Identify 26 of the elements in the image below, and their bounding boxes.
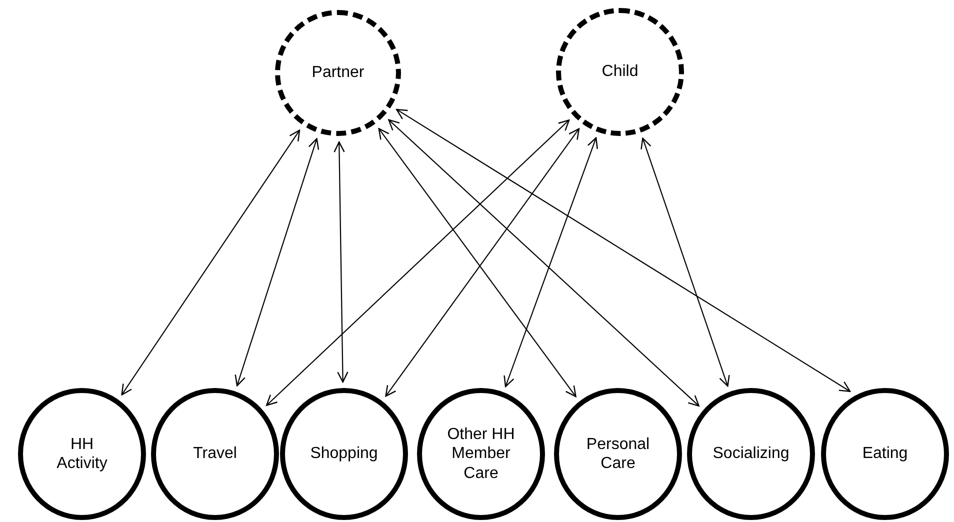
node-label: Personal Care [585,434,651,474]
dashed-circle [556,8,684,136]
node-label: Other HH Member Care [446,425,516,483]
node-label: HH Activity [56,434,108,474]
circle [821,388,949,520]
arrow [266,119,570,406]
arrow [504,137,598,388]
arrow [640,138,730,387]
node-label: Eating [862,444,908,464]
circle [554,388,682,520]
node-label: Travel [193,444,237,464]
node-label: Shopping [310,444,378,464]
arrow [121,130,300,396]
circle [151,388,279,520]
arrow [234,138,320,386]
circle [18,388,146,520]
circle [417,388,545,520]
arrow [334,141,348,383]
dashed-circle [275,10,401,136]
circle [280,388,408,520]
node-label: Child [602,62,638,82]
arrow [396,108,851,392]
circle [687,388,815,520]
node-label: Socializing [712,444,790,464]
node-label: Partner [312,63,364,83]
arrow [388,119,700,407]
